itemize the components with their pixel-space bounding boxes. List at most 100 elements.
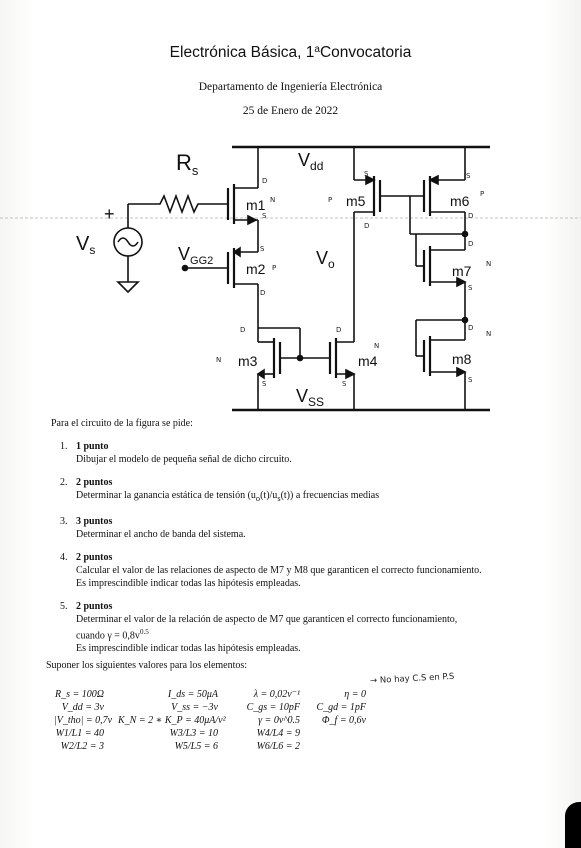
question-points: 2 puntos [76, 552, 113, 563]
values-column-4: η = 0 C_gd = 1pF Φ_f = 0,6v [306, 688, 366, 727]
exam-title: Electrónica Básica, 1aConvocatoria [0, 44, 581, 62]
label-vdd: Vdd [298, 150, 323, 173]
value-w5-l5: W5/L5 = 6 [174, 741, 218, 752]
m5-type-mark: P [328, 196, 332, 204]
question-list: 1. 1 punto Dibujar el modelo de pequeña … [60, 440, 530, 665]
label-m2: m2 [246, 261, 266, 277]
m1-drain-mark: D [262, 177, 267, 185]
label-rs: Rs [176, 150, 199, 178]
m4-type-mark: N [374, 342, 379, 350]
m5-drain-mark: D [364, 222, 369, 230]
value-w2-l2: W2/L2 = 3 [60, 741, 104, 752]
label-m7: m7 [452, 263, 472, 279]
question-note: Es imprescindible indicar todas las hipó… [76, 643, 301, 655]
value-w6-l6: W6/L6 = 2 [256, 741, 300, 752]
value-phif: Φ_f = 0,6v [321, 715, 366, 726]
label-vss: VSS [296, 386, 324, 409]
m3-drain-mark: D [240, 326, 245, 334]
transistor-m8 [415, 316, 469, 410]
question-text: Dibujar el modelo de pequeña señal de di… [76, 454, 292, 465]
m8-drain-mark: D [468, 324, 473, 332]
title-rest: Convocatoria [319, 44, 412, 61]
m4-source-mark: S [342, 380, 347, 388]
department-name: Departamento de Ingeniería Electrónica [198, 81, 383, 93]
value-lambda: λ = 0,02v⁻¹ [253, 689, 300, 700]
question-text: Determinar la ganancia estática de tensi… [76, 490, 380, 503]
question-gamma: cuando γ = 0,8v0.5 [76, 628, 149, 642]
handwritten-note: → No hay C.S en P.S [369, 671, 455, 687]
question-points: 2 puntos [76, 601, 113, 612]
value-cgs: C_gs = 10pF [246, 702, 300, 713]
label-vs: Vs [76, 233, 95, 257]
m7-drain-mark: D [468, 240, 473, 248]
value-vtho: |V_tho| = 0,7v [54, 715, 113, 726]
question-text: Determinar el valor de la relación de as… [76, 614, 458, 625]
m8-source-mark: S [468, 376, 473, 384]
value-w4-l4: W4/L4 = 9 [256, 728, 300, 739]
question-points: 1 punto [76, 441, 109, 452]
transistor-m2 [181, 246, 259, 320]
value-w1-l1: W1/L1 = 40 [55, 728, 104, 739]
value-eta: η = 0 [344, 689, 366, 700]
question-4: 4. 2 puntos Calcular el valor de las rel… [60, 551, 530, 590]
label-plus: + [104, 204, 115, 224]
value-ids: I_ds = 50μA [167, 689, 218, 700]
label-m8: m8 [452, 351, 472, 367]
label-m3: m3 [238, 353, 258, 369]
transistor-m7 [415, 234, 467, 320]
exam-date: 25 de Enero de 2022 [242, 105, 339, 117]
transistor-m5 [353, 147, 424, 220]
m8-type-mark: N [486, 330, 491, 338]
circuit-schematic: Rs Vdd + Vs VGG2 Vo VSS m1 m2 m3 m4 m5 m… [0, 145, 581, 412]
value-kn: K_N = 2 ∗ K_P = 40μA/v² [118, 715, 226, 726]
m2-drain-mark: D [260, 289, 265, 297]
value-w3-l3: W3/L3 = 10 [169, 728, 218, 739]
resistor-rs [128, 193, 228, 215]
value-cgd: C_gd = 1pF [316, 702, 366, 713]
label-m6: m6 [450, 193, 470, 209]
question-number: 4. [60, 552, 68, 563]
m4-drain-mark: D [336, 326, 341, 334]
transistor-m6 [409, 147, 469, 238]
value-vdd: V_dd = 3v [61, 702, 104, 713]
m1-type-mark: N [270, 196, 275, 204]
m5-source-mark: S [364, 170, 369, 178]
question-text: Determinar el ancho de banda del sistema… [76, 529, 246, 540]
title-main: Electrónica Básica, 1 [169, 44, 315, 61]
value-vss: V_ss = −3v [171, 702, 218, 713]
page-corner-shadow [565, 802, 581, 848]
m1-source-mark: S [262, 212, 267, 220]
values-column-1: R_s = 100Ω V_dd = 3v |V_tho| = 0,7v W1/L… [54, 688, 113, 753]
label-vgg2: VGG2 [178, 244, 213, 267]
label-vo: Vo [316, 248, 335, 271]
values-intro: Suponer los siguientes valores para los … [46, 660, 248, 671]
values-column-2: I_ds = 50μA V_ss = −3v K_N = 2 ∗ K_P = 4… [118, 688, 226, 753]
m3-type-mark: N [216, 356, 221, 364]
transistor-m4 [328, 220, 356, 410]
m6-source-mark: S [466, 172, 471, 180]
m3-source-mark: S [262, 380, 267, 388]
question-5: 5. 2 puntos Determinar el valor de la re… [60, 600, 530, 655]
question-note: Es imprescindible indicar todas las hipó… [76, 578, 301, 589]
question-1: 1. 1 punto Dibujar el modelo de pequeña … [60, 440, 530, 466]
transistor-m3 [256, 320, 330, 410]
question-points: 2 puntos [76, 477, 113, 488]
value-rs: R_s = 100Ω [55, 689, 104, 700]
label-m5: m5 [346, 193, 366, 209]
m6-type-mark: P [480, 190, 484, 198]
question-3: 3. 3 puntos Determinar el ancho de banda… [60, 515, 530, 541]
m6-drain-mark: D [468, 212, 473, 220]
label-m1: m1 [246, 197, 266, 213]
question-number: 3. [60, 516, 68, 527]
question-number: 1. [60, 441, 68, 452]
question-2: 2. 2 puntos Determinar la ganancia estát… [60, 476, 530, 505]
label-m4: m4 [358, 353, 378, 369]
m2-source-mark: S [260, 245, 265, 253]
source-vs [113, 204, 143, 294]
transistor-m1 [226, 147, 259, 246]
intro-text: Para el circuito de la figura se pide: [51, 418, 193, 429]
values-column-3: λ = 0,02v⁻¹ C_gs = 10pF γ = 0v^0.5 W4/L4… [238, 688, 300, 753]
value-gamma: γ = 0v^0.5 [258, 715, 300, 726]
question-number: 5. [60, 601, 68, 612]
